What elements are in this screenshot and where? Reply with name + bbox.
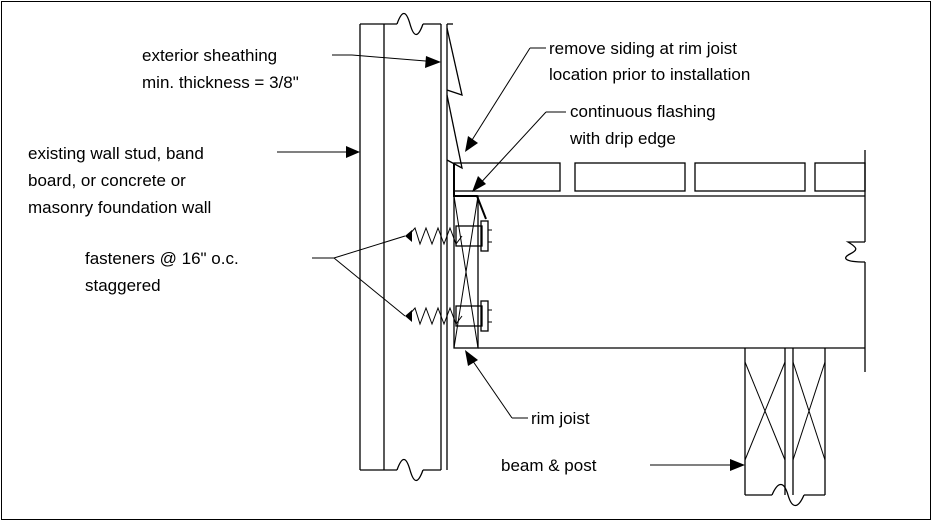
leader-fasteners [312, 235, 406, 317]
label-existing-wall-line1: existing wall stud, band [28, 144, 204, 163]
label-exterior-sheathing-line1: exterior sheathing [142, 46, 277, 65]
label-beam-post: beam & post [501, 456, 597, 475]
label-fasteners-line1: fasteners @ 16" o.c. [85, 249, 239, 268]
label-rim-joist: rim joist [531, 409, 590, 428]
leader-remove-siding [465, 47, 546, 152]
label-existing-wall-line3: masonry foundation wall [28, 198, 211, 217]
label-existing-wall-line2: board, or concrete or [28, 171, 186, 190]
rim-joist [453, 195, 479, 349]
label-remove-siding-line2: location prior to installation [549, 65, 750, 84]
siding-section [446, 27, 463, 170]
exterior-sheathing [440, 23, 453, 470]
leader-rim-joist [465, 350, 528, 419]
label-flashing-line1: continuous flashing [570, 102, 716, 121]
label-remove-siding-line1: remove siding at rim joist [549, 39, 737, 58]
leader-exterior-sheathing [332, 54, 441, 68]
leader-beam-post [650, 459, 745, 471]
leader-flashing [472, 111, 566, 192]
leader-existing-wall [277, 146, 360, 158]
fastener-lower [405, 300, 492, 332]
deck-joist [478, 195, 866, 372]
existing-wall-stud [359, 12, 441, 482]
label-flashing-line2: with drip edge [569, 129, 676, 148]
beam-and-post [744, 348, 826, 507]
label-fasteners-line2: staggered [85, 276, 161, 295]
fastener-upper [405, 220, 492, 252]
label-exterior-sheathing-line2: min. thickness = 3/8" [142, 73, 299, 92]
